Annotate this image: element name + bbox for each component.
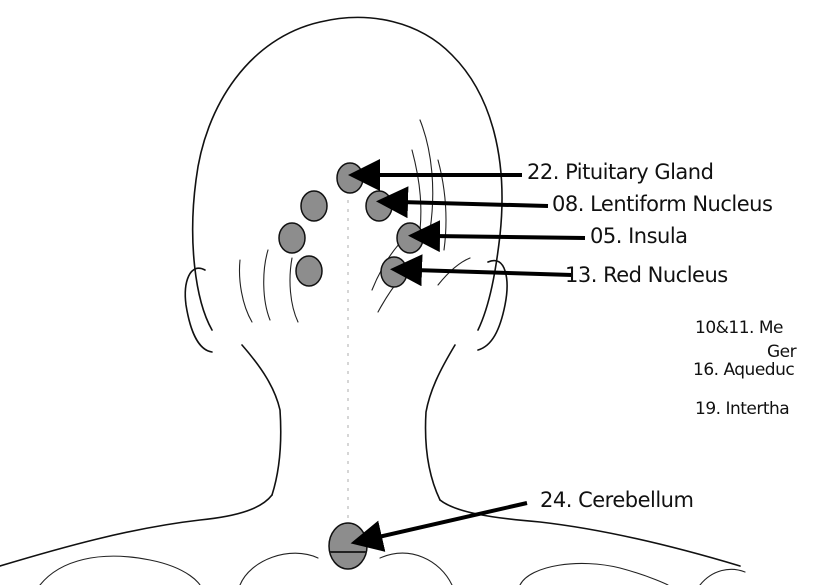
label-pituitary-gland: 22. Pituitary Gland bbox=[527, 162, 713, 183]
arrow-13 bbox=[414, 270, 572, 275]
point-24 bbox=[329, 523, 367, 569]
point-05 bbox=[397, 223, 423, 253]
label-insula: 05. Insula bbox=[590, 226, 688, 247]
label-geniculate: Ger bbox=[767, 344, 796, 361]
point-left-2 bbox=[279, 223, 305, 253]
label-interthalamic: 19. Intertha bbox=[695, 401, 789, 418]
label-aqueduct: 16. Aqueduc bbox=[693, 362, 794, 379]
collarbone-lines bbox=[40, 553, 745, 585]
point-left-1 bbox=[301, 191, 327, 221]
point-13 bbox=[381, 257, 407, 287]
label-lentiform-nucleus: 08. Lentiform Nucleus bbox=[552, 194, 772, 215]
hair-lines bbox=[240, 120, 471, 322]
arrow-24 bbox=[374, 503, 527, 538]
label-cerebellum: 24. Cerebellum bbox=[540, 490, 693, 511]
point-left-3 bbox=[296, 256, 322, 286]
point-22 bbox=[337, 163, 363, 193]
point-08 bbox=[366, 191, 392, 221]
arrow-05 bbox=[432, 236, 585, 238]
label-red-nucleus: 13. Red Nucleus bbox=[565, 265, 728, 286]
left-ear bbox=[185, 268, 212, 352]
label-mesencephalon: 10&11. Me bbox=[695, 320, 783, 337]
neck-outline bbox=[242, 345, 455, 500]
arrow-08 bbox=[400, 202, 548, 206]
